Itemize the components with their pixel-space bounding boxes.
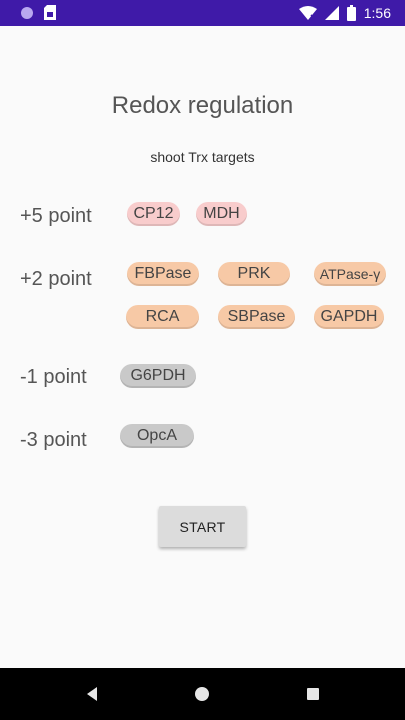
chip-atpase-gamma[interactable]: ATPase-γ (314, 262, 386, 286)
recents-icon (307, 688, 319, 700)
nav-back-button[interactable] (62, 668, 122, 720)
sim-card-icon (44, 5, 56, 20)
signal-icon (324, 6, 339, 20)
chip-g6pdh[interactable]: G6PDH (120, 364, 196, 388)
wifi-icon (298, 6, 317, 20)
group-label-minus3: -3 point (20, 429, 87, 451)
circle-icon (21, 6, 33, 19)
page-subtitle: shoot Trx targets (150, 149, 255, 165)
chip-fbpase[interactable]: FBPase (127, 262, 199, 286)
chip-gapdh[interactable]: GAPDH (314, 305, 384, 329)
chip-sbpase[interactable]: SBPase (218, 305, 295, 329)
chip-rca[interactable]: RCA (126, 305, 199, 329)
start-button[interactable]: START (159, 506, 246, 547)
status-time: 1:56 (363, 5, 391, 21)
navigation-bar (0, 668, 405, 720)
chip-opca[interactable]: OpcA (120, 424, 194, 448)
status-bar: 1:56 (0, 0, 405, 26)
home-icon (195, 687, 209, 701)
nav-home-button[interactable] (172, 668, 232, 720)
group-label-plus2: +2 point (20, 268, 92, 290)
page-title: Redox regulation (111, 92, 294, 119)
chip-cp12[interactable]: CP12 (127, 202, 180, 226)
chip-mdh[interactable]: MDH (196, 202, 247, 226)
battery-icon (346, 5, 356, 21)
group-label-minus1: -1 point (20, 366, 87, 388)
nav-recents-button[interactable] (283, 668, 343, 720)
group-label-plus5: +5 point (20, 205, 92, 227)
back-icon (87, 687, 97, 701)
chip-prk[interactable]: PRK (218, 262, 290, 286)
